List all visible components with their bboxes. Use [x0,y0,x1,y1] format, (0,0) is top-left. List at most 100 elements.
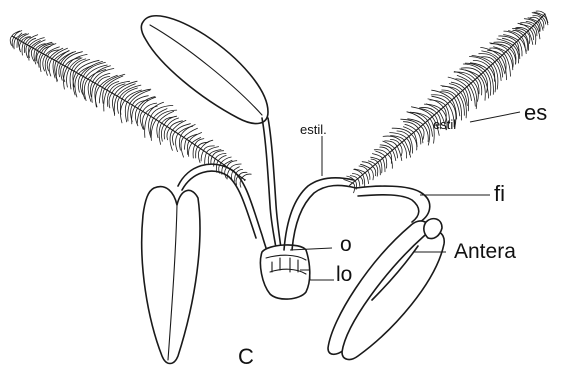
stigma-hair [24,44,25,53]
stigma-hair [380,145,392,150]
stigma-hair [128,104,130,122]
stigma-hair [14,38,16,49]
stigma-hair [59,64,61,77]
stigma-hair [365,173,368,184]
stigma-hair [185,139,187,149]
stigma-hair [159,111,174,121]
stigma-hair [104,90,108,111]
stigma-hair [360,177,363,184]
stigma-hair [376,151,385,156]
stigma-hair [196,147,198,158]
stigma-hair [534,12,544,15]
left-anther [142,187,200,364]
stigma-hair [70,70,72,89]
stigma-hair [63,52,83,65]
stigma-hair [374,150,387,155]
stigma-hair [114,96,117,116]
upper-anther [141,16,268,124]
stigma-hair [193,145,195,158]
stigma-hair [214,159,216,167]
stigma-hair [181,137,184,157]
stigma-hair [383,158,385,171]
stigma-hair [26,45,28,58]
stigma-hair [370,169,373,180]
stigma-hair [31,48,34,61]
stigma-hair [137,110,140,124]
stigma-hair [456,96,461,120]
right-filament [356,186,430,222]
stigma-hair [368,171,370,180]
stigma-hair [208,155,209,165]
label-antera: Antera [454,240,516,263]
label-lo: lo [336,263,352,286]
right-filament-edge [358,195,419,222]
right-stigma-axis [350,14,545,185]
stigma-hair [499,36,517,42]
stigma-hair [397,146,402,160]
stigma-hair [461,68,481,74]
stigma-hair [88,70,106,80]
stigma-hair [145,115,148,138]
stigma-hair [167,128,170,140]
stigma-hair [67,69,70,88]
leader-es [470,112,520,122]
label-panel-c: C [238,344,254,369]
stigma-hair [70,58,83,69]
stigma-hair [225,167,227,178]
stigma-hair [10,36,12,45]
stigma-hair [216,161,218,173]
stigma-hair [157,121,159,137]
stigma-hair [25,35,37,44]
stigma-hair [408,119,423,125]
stigma-hair [56,62,58,81]
stigma-hair [19,42,21,52]
stigma-hair [412,112,430,118]
left-anther-body [142,187,200,364]
stigma-hair [405,124,416,130]
stigma-hair [358,179,360,186]
stigma-hair [34,49,36,64]
stigma-hair [17,39,18,47]
stigma-hair [96,86,100,107]
stigma-hair [61,65,63,80]
stigma-hair [392,150,396,160]
stigma-hair [442,86,460,92]
stigma-hair [221,157,231,163]
stigma-hair [18,34,27,40]
stigma-hair [117,98,119,114]
stigma-hair [198,149,200,163]
label-fi: fi [494,181,505,206]
stigma-hair [362,162,373,167]
stigma-hair [209,150,221,155]
stigma-hair [107,82,119,91]
stigma-hair [161,125,164,141]
stigma-hair [368,161,375,165]
stigma-hair [510,49,516,64]
stigma-hair [409,136,412,153]
label-estil-top: estil. [300,122,327,137]
stigma-hair [188,143,192,157]
upper-filament-edge [268,118,281,248]
stigma-hair [179,136,181,151]
stigma-hair [112,84,125,93]
right-stigma-branch [344,11,548,193]
stigma-hair [81,61,103,75]
stigma-hair [378,162,381,175]
stigma-hair [173,132,176,145]
label-o: o [340,233,352,256]
stigma-hair [170,130,172,150]
stigma-hair [99,87,102,103]
stigma-hair [385,156,387,168]
stigma-hair [242,174,251,178]
label-estil-right: estil [433,117,456,132]
stigma-hair [121,101,125,123]
label-es: es [524,100,547,125]
stigma-hair [125,102,127,122]
stigma-hair [420,107,437,113]
stigma-hair [49,59,52,76]
upper-anther-body [141,16,268,124]
stigma-hair [532,13,542,17]
ovary-base [260,245,309,299]
